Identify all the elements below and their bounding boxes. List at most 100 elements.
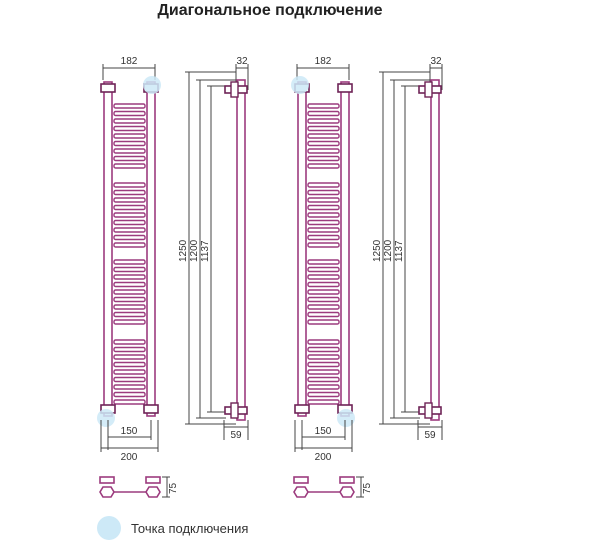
rung [307,219,340,226]
dim-side-bottom-left: 59 [230,430,242,441]
dim-width-top-right: 182 [315,56,332,67]
rung [307,274,340,280]
upright-right-2 [340,81,350,417]
rung [113,304,146,310]
side-upright-right [430,79,440,421]
upright-right [146,81,156,417]
rung [307,197,340,203]
upright-left-2 [297,81,307,417]
dim-bottom-outer-left: 200 [121,452,138,463]
rung [307,319,340,325]
rung [113,399,146,405]
rung [307,361,340,368]
rung [307,296,340,303]
rung [113,339,146,345]
rung [307,212,340,218]
dim-depth-top-right: 32 [430,56,442,67]
dim-bottom-inner-right: 150 [315,426,332,437]
page-title: Диагональное подключение [157,2,383,19]
rung [113,376,146,383]
dim-mount-right: 75 [362,482,373,494]
rung [113,118,146,124]
rung [307,369,340,375]
dim-height-total-left: 1250 [178,239,189,262]
upright-left [103,81,113,417]
front-view-left: 182 150 200 [97,56,179,498]
rung [307,155,340,162]
rung [113,319,146,325]
rung [113,266,146,273]
rung [307,339,340,345]
rung [113,311,146,318]
dim-height-inner-right: 1137 [394,240,405,262]
rung [113,189,146,196]
rung [113,227,146,233]
rung [307,182,340,188]
rung [113,133,146,139]
mount-detail-right [293,476,355,498]
dim-height-mid-right: 1200 [383,239,394,262]
rung [113,296,146,303]
connection-point-icon [97,516,121,540]
side-view-right: 32 1250 1200 1137 59 [372,56,443,441]
rung [113,103,146,109]
rung [307,281,340,288]
rung [113,281,146,288]
legend: Точка подключения [97,516,248,540]
connection-point-bottom-left [97,409,115,427]
rung [113,110,146,117]
rung [113,148,146,154]
rung [113,219,146,226]
dim-height-inner-left: 1137 [200,240,211,262]
rung [113,140,146,147]
rung [307,148,340,154]
dim-mount-left: 75 [168,482,179,494]
side-view-left: 32 1250 1200 1137 59 [178,56,249,441]
rung [113,354,146,360]
rung [307,103,340,109]
rung [113,346,146,353]
dim-bottom-inner-left: 150 [121,426,138,437]
rung [307,289,340,295]
dim-bottom-outer-right: 200 [315,452,332,463]
dim-width-top-left: 182 [121,56,138,67]
rung [307,125,340,132]
rung [307,227,340,233]
dim-height-total-right: 1250 [372,239,383,262]
front-view-right: 182 150 200 [291,56,373,498]
rung [307,110,340,117]
legend-label: Точка подключения [131,520,249,536]
rung [307,384,340,390]
rung [113,197,146,203]
rung [307,204,340,211]
rung [307,118,340,124]
rung [307,133,340,139]
rung [113,204,146,211]
rung [113,391,146,398]
rung [307,140,340,147]
rung [113,234,146,241]
rung [307,304,340,310]
rung [307,189,340,196]
rung [113,155,146,162]
rung [307,311,340,318]
rung [307,354,340,360]
rung [307,259,340,265]
rung [113,274,146,280]
connection-point-top-left [291,76,309,94]
rung [113,125,146,132]
rung [113,212,146,218]
rung [113,182,146,188]
rung [113,163,146,169]
rung [113,369,146,375]
dim-height-mid-left: 1200 [189,239,200,262]
rung [307,391,340,398]
rung [113,242,146,248]
rung [307,346,340,353]
rung [113,259,146,265]
dim-side-bottom-right: 59 [424,430,436,441]
rung [307,266,340,273]
rung [113,289,146,295]
